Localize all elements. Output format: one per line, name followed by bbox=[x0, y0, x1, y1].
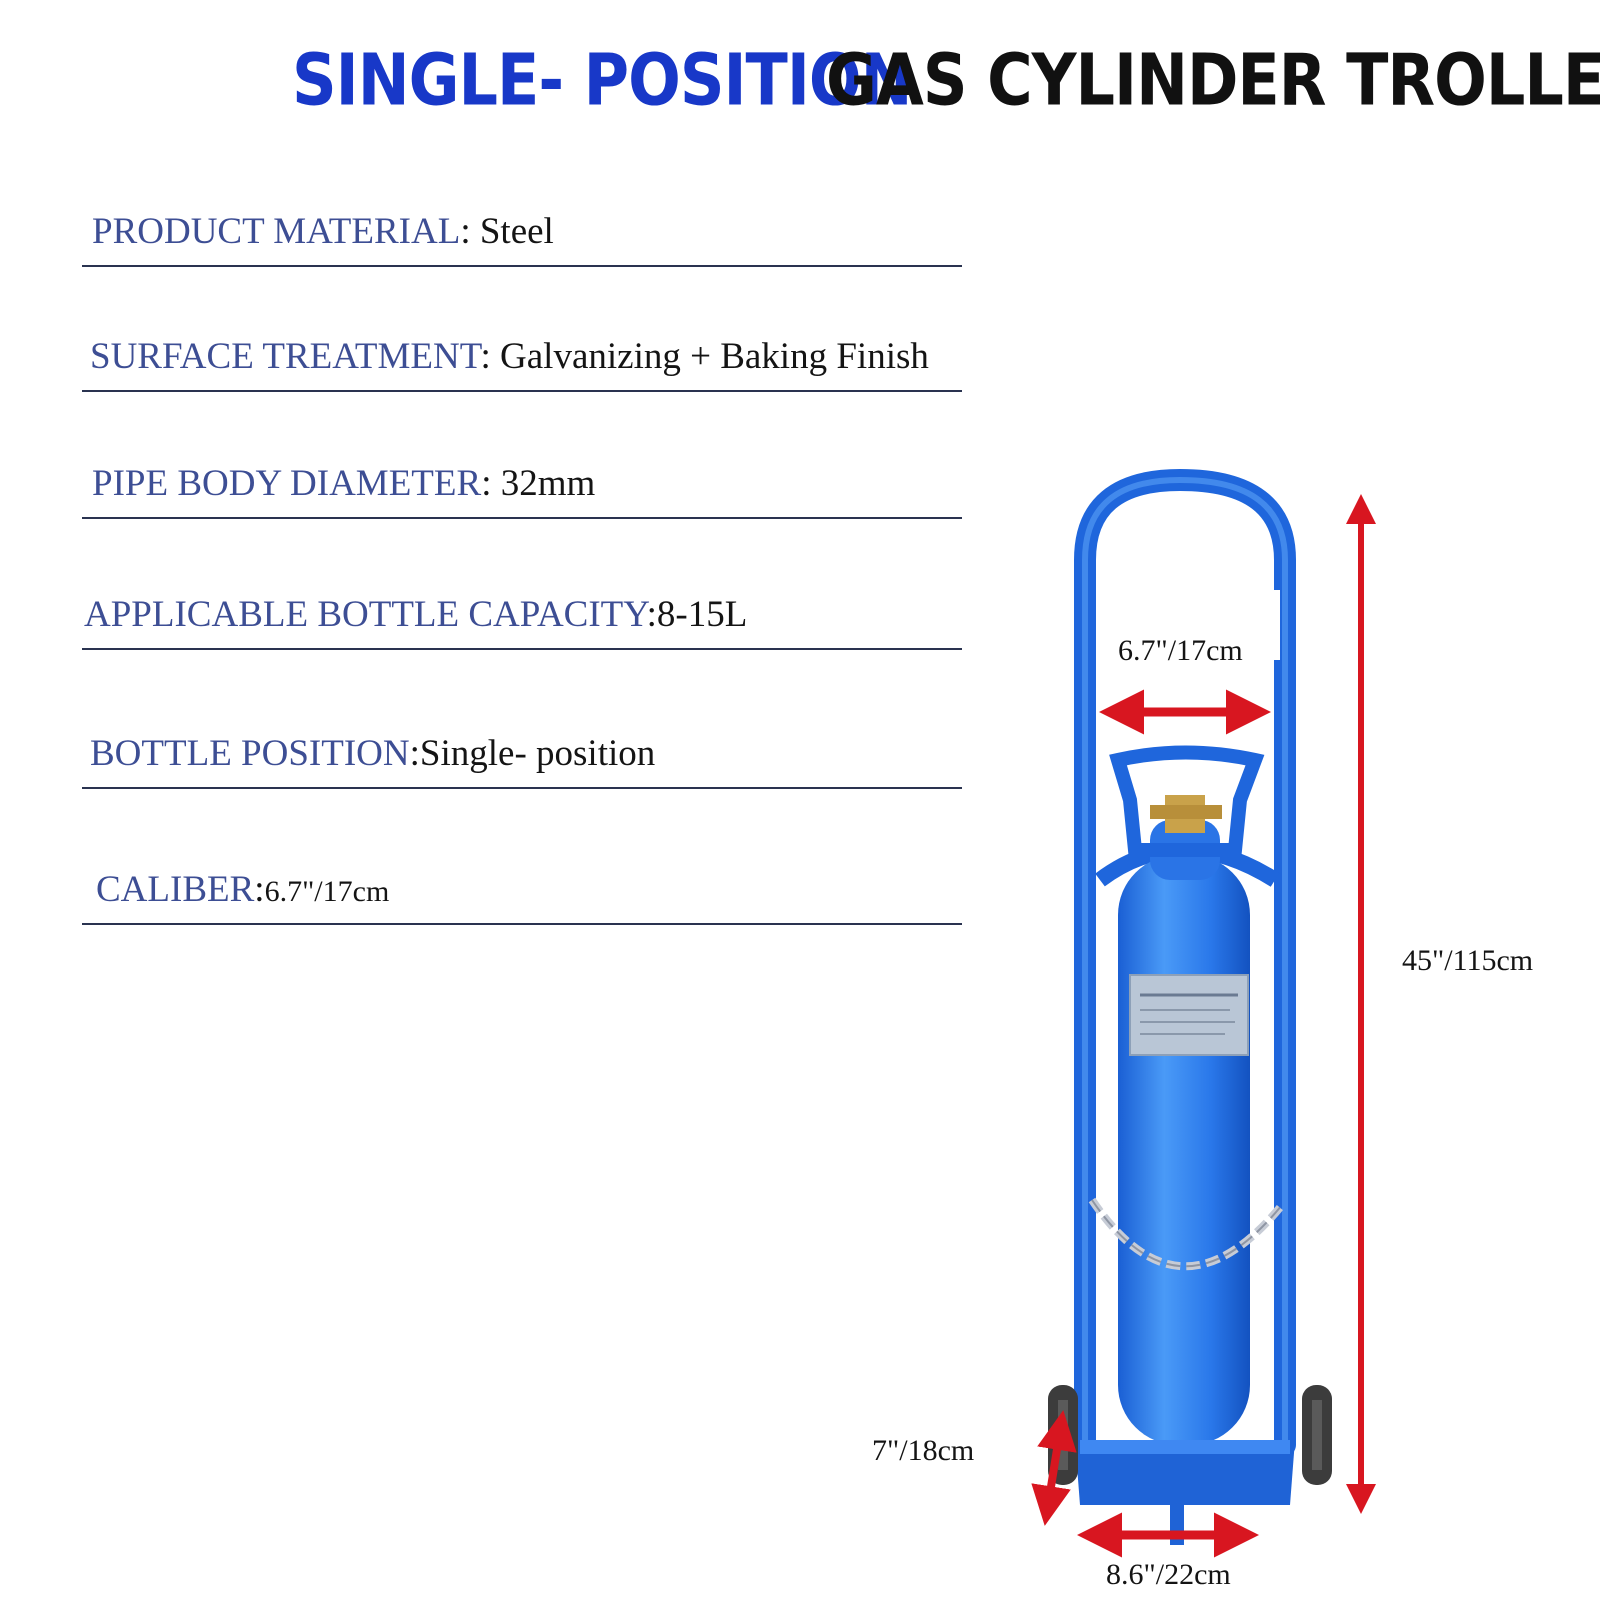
label-backdrop bbox=[1108, 590, 1280, 660]
spec-product-material: PRODUCT MATERIAL: Steel bbox=[82, 195, 962, 267]
spec-value: 32mm bbox=[500, 463, 596, 504]
spec-surface-treatment: SURFACE TREATMENT: Galvanizing + Baking … bbox=[82, 320, 962, 392]
spec-value: Single- position bbox=[419, 733, 656, 774]
spec-value: 8-15L bbox=[656, 594, 748, 635]
spec-label: PRODUCT MATERIAL bbox=[92, 211, 461, 252]
spec-label: BOTTLE POSITION bbox=[90, 733, 410, 774]
valve-guard-cap bbox=[1109, 745, 1265, 857]
gas-cylinder bbox=[1118, 855, 1250, 1445]
dimension-base-width: 8.6"/22cm bbox=[1106, 1558, 1231, 1591]
spec-pipe-body-diameter: PIPE BODY DIAMETER: 32mm bbox=[82, 447, 962, 519]
arrow-wheel bbox=[1031, 1410, 1077, 1526]
spec-label: APPLICABLE BOTTLE CAPACITY bbox=[84, 594, 647, 635]
dimension-top-width: 6.7"/17cm bbox=[1118, 634, 1243, 667]
spec-value: 6.7"/17cm bbox=[264, 875, 390, 908]
dimension-wheel: 7"/18cm bbox=[872, 1434, 975, 1467]
spec-bottle-position: BOTTLE POSITION:Single- position bbox=[82, 717, 962, 789]
title-part-2: GAS CYLINDER TROLLEY bbox=[826, 38, 1600, 122]
spec-caliber: CALIBER:6.7"/17cm bbox=[82, 853, 962, 925]
title-part-1: SINGLE- POSITION bbox=[292, 38, 912, 122]
spec-value: Steel bbox=[479, 211, 554, 252]
trolley-base bbox=[1075, 1440, 1295, 1505]
cylinder-label bbox=[1129, 974, 1249, 1056]
spec-value: Galvanizing + Baking Finish bbox=[500, 336, 929, 377]
spec-applicable-bottle-capacity: APPLICABLE BOTTLE CAPACITY:8-15L bbox=[82, 578, 962, 650]
spec-label: CALIBER bbox=[96, 869, 255, 910]
spec-label: SURFACE TREATMENT bbox=[90, 336, 481, 377]
spec-label: PIPE BODY DIAMETER bbox=[92, 463, 482, 504]
dimension-height: 45"/115cm bbox=[1402, 944, 1534, 977]
